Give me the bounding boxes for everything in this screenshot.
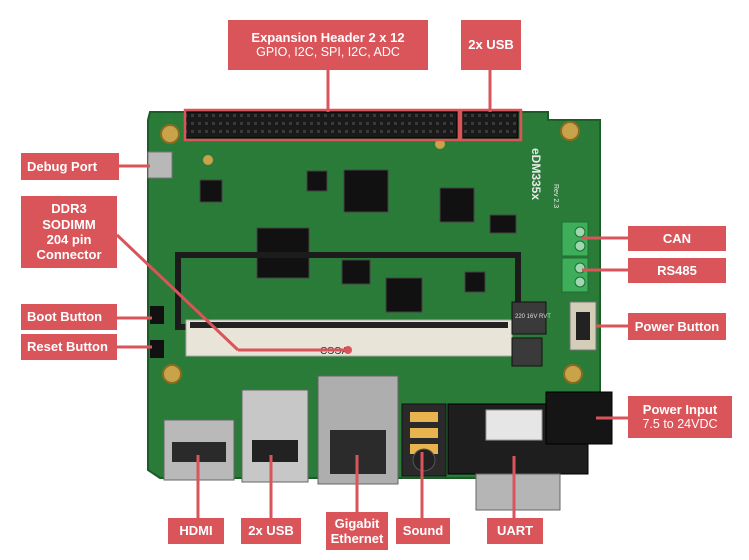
label-uart: UART <box>487 518 543 544</box>
boot-button-part <box>150 306 164 324</box>
reset-button-part <box>150 340 164 358</box>
usb-connector-bottom <box>241 389 309 483</box>
label-power-input: Power Input 7.5 to 24VDC <box>628 396 732 438</box>
hdmi-text: HDMI <box>179 523 213 539</box>
ddr3-line-4: Connector <box>36 247 102 263</box>
usb-header-connector <box>461 111 519 139</box>
chips <box>199 169 517 313</box>
label-expansion-header: Expansion Header 2 x 12 GPIO, I2C, SPI, … <box>228 20 428 70</box>
boot-button-text: Boot Button <box>27 309 103 325</box>
label-gigabit-ethernet: Gigabit Ethernet <box>326 512 388 550</box>
label-usb-bottom: 2x USB <box>241 518 301 544</box>
usb-bottom-text: 2x USB <box>248 523 294 539</box>
ethernet-line-2: Ethernet <box>330 531 384 546</box>
label-can: CAN <box>628 226 726 251</box>
ddr3-line-3: 204 pin <box>46 232 92 247</box>
expansion-header-connector <box>184 111 458 139</box>
rs485-text: RS485 <box>657 262 697 278</box>
label-sound: Sound <box>396 518 450 544</box>
power-input-subtitle: 7.5 to 24VDC <box>642 417 718 432</box>
silkscreen-rev: Rev 2.3 <box>552 184 559 208</box>
silkscreen-name: eDM335x <box>529 148 543 200</box>
power-input-title: Power Input <box>642 401 718 417</box>
uart-text: UART <box>496 523 534 539</box>
inductor-label: 220 16V RVT <box>515 314 551 320</box>
pcb <box>147 111 601 479</box>
label-hdmi: HDMI <box>168 518 224 544</box>
label-power-button: Power Button <box>628 313 726 340</box>
label-reset-button: Reset Button <box>21 334 117 360</box>
label-rs485: RS485 <box>628 258 726 283</box>
ethernet-line-1: Gigabit <box>334 515 380 531</box>
sound-text: Sound <box>402 523 444 539</box>
ddr3-line-2: SODIMM <box>42 216 96 232</box>
usb-top-text: 2x USB <box>468 37 514 53</box>
label-usb-top: 2x USB <box>461 20 521 70</box>
debug-port-text: Debug Port <box>27 158 98 174</box>
reset-button-text: Reset Button <box>27 339 108 355</box>
label-boot-button: Boot Button <box>21 304 117 330</box>
debug-port-connector <box>147 151 173 179</box>
label-debug-port: Debug Port <box>21 153 119 180</box>
can-text: CAN <box>662 230 692 246</box>
leader-lines <box>115 70 628 518</box>
label-ddr3-sodimm: DDR3 SODIMM 204 pin Connector <box>21 196 117 268</box>
power-button-text: Power Button <box>634 318 720 334</box>
mounting-holes <box>160 121 583 384</box>
inductor <box>511 301 547 335</box>
expansion-header-title: Expansion Header 2 x 12 <box>251 29 405 45</box>
expansion-header-subtitle: GPIO, I2C, SPI, I2C, ADC <box>256 45 400 60</box>
ddr3-line-1: DDR3 <box>51 201 87 217</box>
